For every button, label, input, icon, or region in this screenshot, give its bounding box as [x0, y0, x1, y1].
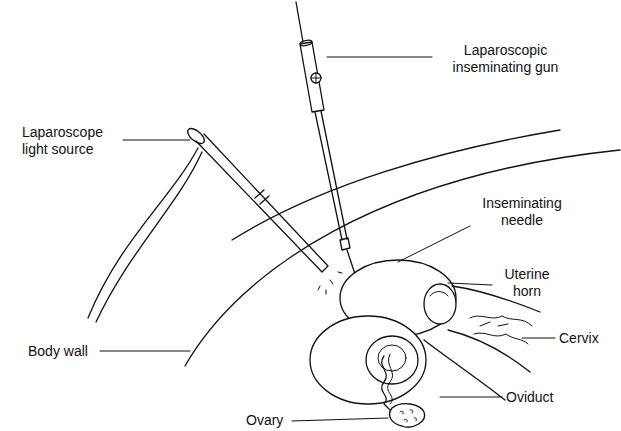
leader-line: [448, 283, 492, 285]
uterine-horn: [310, 316, 426, 404]
leader-line: [123, 140, 190, 141]
part-label: Laparoscope light source: [22, 124, 122, 158]
gun-knob: [311, 73, 321, 83]
gun-rod: [296, 2, 303, 42]
gun-knob: [311, 73, 321, 83]
light-cable: [88, 148, 198, 318]
leader-lines: [100, 57, 555, 421]
light-cable: [96, 152, 202, 322]
part-label: Uterine horn: [496, 266, 558, 300]
leader-line: [292, 418, 388, 421]
part-label: Inseminating needle: [472, 195, 572, 229]
leader-line: [100, 351, 190, 352]
leader-line: [327, 57, 432, 58]
gun-body: [300, 42, 324, 112]
laparoscope-joint: [255, 190, 269, 204]
uterine-horn-lumen: [430, 292, 448, 297]
laparoscope-eyepiece: [185, 126, 207, 147]
gun-shaft: [315, 111, 350, 250]
laparoscope-shaft: [196, 134, 328, 272]
cervix-outline: [424, 286, 540, 400]
leader-line: [440, 397, 502, 398]
part-label: Laparoscopic inseminating gun: [438, 42, 573, 76]
uterine-horn-lumen: [424, 284, 456, 324]
gun-body-end: [300, 39, 313, 46]
light-rays: [318, 272, 342, 294]
cervix-folds: [470, 316, 532, 344]
leader-line: [398, 226, 470, 262]
ovary-follicles: [400, 410, 416, 422]
part-label: Ovary: [246, 412, 292, 429]
part-label: Cervix: [559, 330, 617, 347]
leader-line: [522, 338, 555, 339]
oviduct: [388, 354, 393, 404]
part-label: Body wall: [28, 343, 100, 360]
part-label: Oviduct: [506, 389, 576, 406]
ovary: [390, 404, 425, 427]
